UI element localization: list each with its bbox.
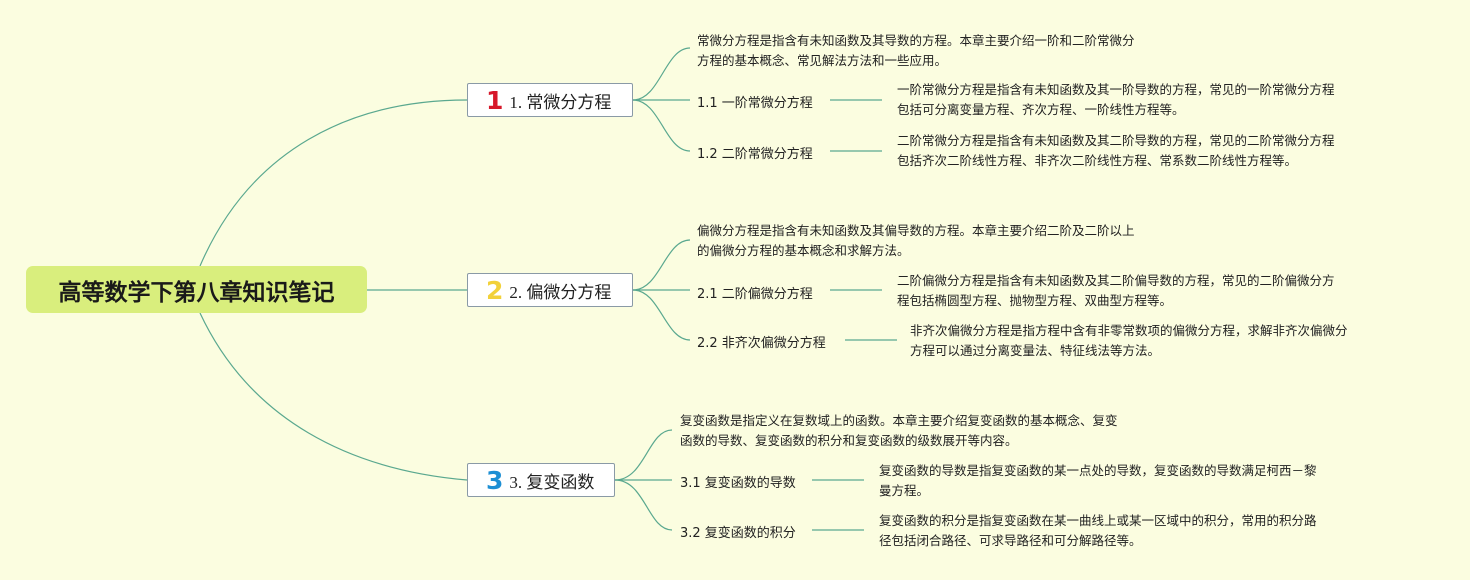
link-b3-sub2 (614, 479, 673, 531)
link-root-branch-3 (199, 312, 468, 481)
subtopic-1-1[interactable]: 1.1 一阶常微分方程 (697, 96, 813, 111)
branch-topic-1[interactable]: 1 1. 常微分方程 (467, 83, 633, 117)
subtopic-1-1-desc[interactable]: 一阶常微分方程是指含有未知函数及其一阶导数的方程，常见的一阶常微分方程 包括可分… (897, 82, 1335, 117)
subtopic-3-2-desc[interactable]: 复变函数的积分是指复变函数在某一曲线上或某一区域中的积分，常用的积分路 径包括闭… (879, 513, 1317, 548)
branch-label: 1. 常微分方程 (509, 92, 612, 112)
subtopic-1-2-desc[interactable]: 二阶常微分方程是指含有未知函数及其二阶导数的方程，常见的二阶常微分方程 包括齐次… (897, 133, 1335, 168)
subtopic-3-1-desc[interactable]: 复变函数的导数是指复变函数的某一点处的导数，复变函数的导数满足柯西－黎 曼方程。 (879, 463, 1317, 498)
branch-3-summary[interactable]: 复变函数是指定义在复数域上的函数。本章主要介绍复变函数的基本概念、复变 函数的导… (680, 413, 1118, 448)
subtopic-3-1[interactable]: 3.1 复变函数的导数 (680, 476, 796, 491)
link-b2-summary (632, 239, 691, 291)
root-topic[interactable]: 高等数学下第八章知识笔记 (26, 266, 367, 313)
branch-topic-3[interactable]: 3 3. 复变函数 (467, 463, 615, 497)
number-three-icon: 3 (486, 465, 504, 495)
link-b1-summary (632, 47, 691, 101)
branch-topic-2[interactable]: 2 2. 偏微分方程 (467, 273, 633, 307)
subtopic-1-2[interactable]: 1.2 二阶常微分方程 (697, 147, 813, 162)
subtopic-2-1[interactable]: 2.1 二阶偏微分方程 (697, 287, 813, 302)
branch-label: 2. 偏微分方程 (509, 282, 612, 302)
subtopic-3-2[interactable]: 3.2 复变函数的积分 (680, 526, 796, 541)
root-title: 高等数学下第八章知识笔记 (58, 279, 335, 306)
branch-2-summary[interactable]: 偏微分方程是指含有未知函数及其偏导数的方程。本章主要介绍二阶及二阶以上 的偏微分… (697, 223, 1135, 258)
branch-label: 3. 复变函数 (509, 472, 595, 492)
link-b2-sub2 (632, 289, 691, 341)
subtopic-2-2-desc[interactable]: 非齐次偏微分方程是指方程中含有非零常数项的偏微分方程，求解非齐次偏微分 方程可以… (910, 323, 1348, 358)
subtopic-2-1-desc[interactable]: 二阶偏微分方程是指含有未知函数及其二阶偏导数的方程，常见的二阶偏微分方 程包括椭… (897, 273, 1335, 308)
link-root-branch-1 (199, 99, 468, 267)
subtopic-2-2[interactable]: 2.2 非齐次偏微分方程 (697, 336, 826, 351)
link-b1-sub2 (632, 99, 691, 152)
number-two-icon: 2 (486, 275, 504, 305)
branch-1-summary[interactable]: 常微分方程是指含有未知函数及其导数的方程。本章主要介绍一阶和二阶常微分 方程的基… (697, 33, 1135, 68)
number-one-icon: 1 (486, 85, 504, 115)
link-b3-summary (614, 429, 673, 481)
